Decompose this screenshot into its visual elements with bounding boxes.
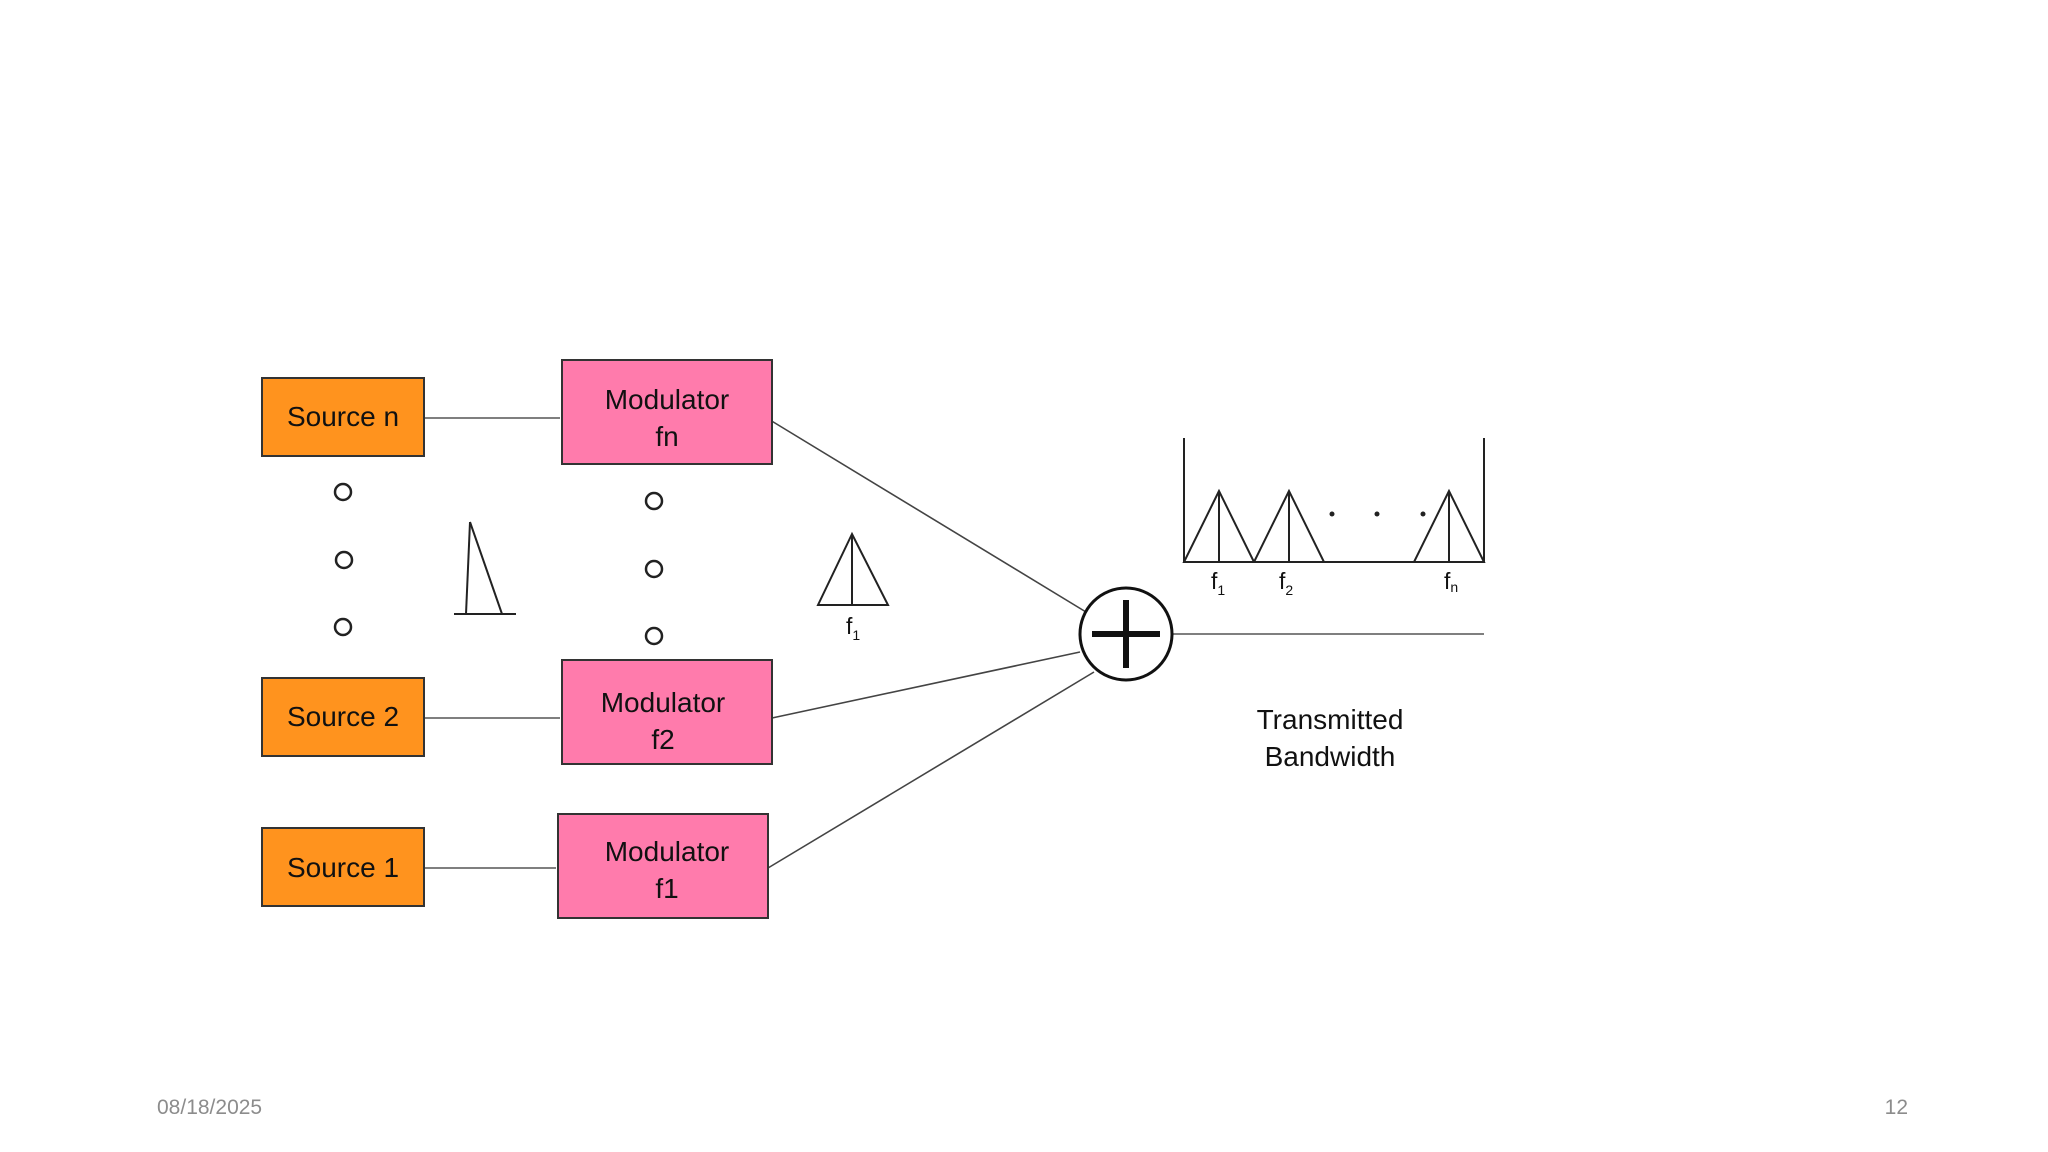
modulator-fn-box: Modulator fn [561, 359, 773, 465]
source-ellipsis [333, 482, 354, 637]
source-n-box: Source n [261, 377, 425, 457]
transmitted-spectrum [1182, 438, 1486, 563]
modulator-fn-label-line2: fn [655, 421, 678, 452]
connector-modulator-1 [767, 671, 1095, 869]
source-1-label: Source 1 [287, 852, 399, 883]
footer-date: 08/18/2025 [157, 1096, 263, 1119]
modulator-f1-label-line1: Modulator [605, 836, 730, 867]
modulator-f1-box: Modulator f1 [557, 813, 769, 919]
spectrum-label-f2: f2 [1279, 568, 1293, 598]
modulator-f2-label-line1: Modulator [601, 687, 726, 718]
transmitted-bandwidth-caption-line1: Transmitted [1257, 704, 1404, 735]
modulator-f1-label-line2: f1 [655, 873, 678, 904]
modulator-fn-label-line1: Modulator [605, 384, 730, 415]
source-n-label: Source n [287, 401, 399, 432]
spectrum-ellipsis [1329, 511, 1426, 517]
connector-modulator-n [769, 419, 1087, 613]
modulator-f2-box: Modulator f2 [561, 659, 773, 765]
modulator-ellipsis [644, 491, 664, 646]
source-1-box: Source 1 [261, 827, 425, 907]
spectrum-label-fn: fn [1444, 568, 1458, 595]
spectrum-label-f1: f1 [1211, 568, 1225, 598]
modulated-signal-label: f1 [846, 613, 860, 643]
baseband-spectrum-icon [454, 521, 516, 615]
source-2-box: Source 2 [261, 677, 425, 757]
summer-plus-icon [1078, 586, 1174, 682]
transmitted-bandwidth-caption-line2: Bandwidth [1265, 741, 1396, 772]
footer-page-number: 12 [1884, 1096, 1908, 1119]
source-2-label: Source 2 [287, 701, 399, 732]
modulated-signal-icon [816, 531, 890, 606]
connector-modulator-2 [771, 651, 1081, 719]
modulator-f2-label-line2: f2 [651, 724, 674, 755]
